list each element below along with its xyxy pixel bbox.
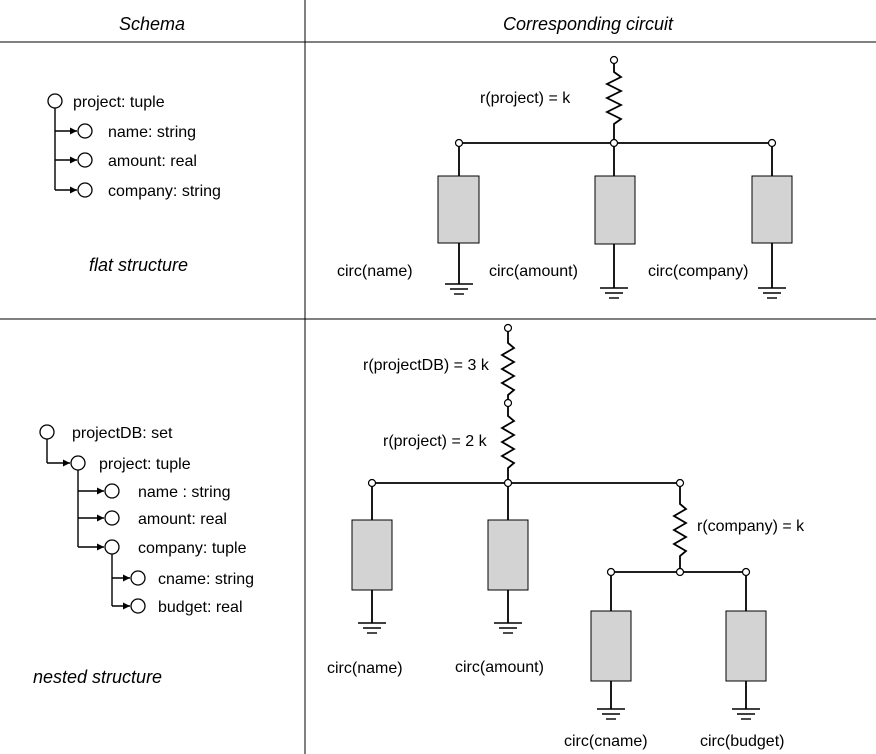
junction-node (741, 567, 751, 577)
circ-label: circ(name) (327, 660, 403, 677)
tree-label: cname: string (158, 571, 254, 588)
tree-node (77, 152, 93, 168)
circ-box (487, 519, 529, 591)
circ-label: circ(name) (337, 263, 413, 280)
resistor-projectdb (500, 332, 516, 399)
tree-node (77, 182, 93, 198)
ground-symbol (358, 622, 386, 634)
resistor-label: r(projectDB) = 3 k (363, 357, 490, 374)
nested-caption: nested structure (33, 667, 162, 687)
circ-box (590, 610, 632, 682)
ground-symbol (597, 708, 625, 720)
tree-node (130, 598, 146, 614)
resistor-company (672, 487, 688, 572)
tree-label: name: string (108, 124, 196, 141)
ground-symbol (758, 287, 786, 299)
circ-box (725, 610, 767, 682)
ground-symbol (732, 708, 760, 720)
circ-label: circ(amount) (455, 659, 544, 676)
tree-label: company: string (108, 183, 221, 200)
circ-label: circ(cname) (564, 733, 648, 750)
circ-label: circ(budget) (700, 733, 784, 750)
circ-box (594, 175, 636, 245)
resistor-project (500, 407, 516, 483)
circ-box (751, 175, 793, 244)
nested-circuit: r(projectDB) = 3 k r(project) = 2 k circ… (327, 323, 805, 750)
junction-node (503, 478, 513, 488)
tree-node-root (39, 424, 55, 440)
tree-node (70, 455, 86, 471)
tree-node (77, 123, 93, 139)
circ-box (437, 175, 480, 244)
circ-box (351, 519, 393, 591)
resistor-label: r(project) = 2 k (383, 433, 488, 450)
junction-node (606, 567, 616, 577)
flat-circuit: r(project) = k circ(name) circ(amount) (337, 55, 793, 299)
junction-node (767, 138, 777, 148)
ground-symbol (494, 622, 522, 634)
circ-label: circ(company) (648, 263, 748, 280)
tree-label: amount: real (108, 153, 197, 170)
junction-node (367, 478, 377, 488)
tree-label-root: projectDB: set (72, 425, 173, 442)
tree-node (130, 570, 146, 586)
nested-schema-tree: projectDB: set project: tuple name : str… (39, 424, 254, 616)
tree-label: company: tuple (138, 540, 247, 557)
junction-node (675, 478, 685, 488)
tree-node (104, 510, 120, 526)
tree-label: budget: real (158, 599, 243, 616)
flat-schema-tree: project: tuple name: string amount: real… (47, 93, 221, 200)
schema-header: Schema (119, 14, 185, 34)
tree-node (104, 539, 120, 555)
tree-label: amount: real (138, 511, 227, 528)
terminal-node (503, 323, 513, 333)
junction-node (503, 398, 513, 408)
junction-node (454, 138, 464, 148)
resistor-label: r(company) = k (697, 518, 805, 535)
ground-symbol (445, 283, 473, 295)
flat-caption: flat structure (89, 255, 188, 275)
resistor (604, 64, 624, 143)
tree-label: project: tuple (99, 456, 191, 473)
tree-label: name : string (138, 484, 230, 501)
junction-node (675, 567, 685, 577)
junction-node (609, 138, 619, 148)
tree-node-root (47, 93, 63, 109)
tree-label-root: project: tuple (73, 94, 165, 111)
circuit-header: Corresponding circuit (503, 14, 674, 34)
circ-label: circ(amount) (489, 263, 578, 280)
resistor-label: r(project) = k (480, 90, 571, 107)
terminal-node (609, 55, 619, 65)
ground-symbol (600, 287, 628, 299)
tree-node (104, 483, 120, 499)
